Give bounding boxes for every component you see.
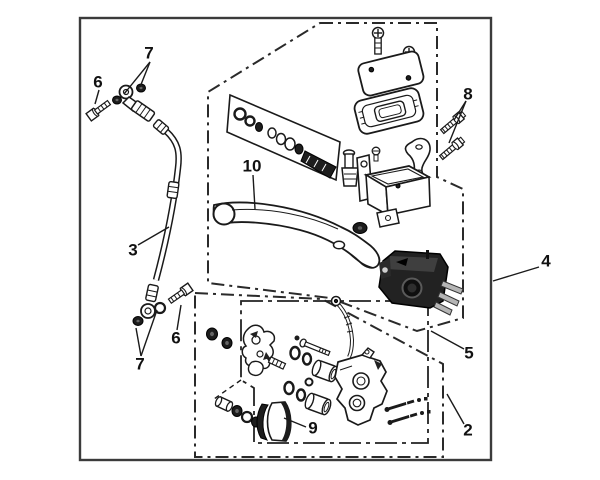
leader-callout-2 bbox=[446, 393, 465, 425]
callout-3: 3 bbox=[128, 241, 137, 260]
leader-callout-9 bbox=[283, 417, 307, 428]
callout-6-bottom: 6 bbox=[171, 329, 180, 348]
bleeder-valve bbox=[267, 356, 287, 370]
leader-callout-4 bbox=[492, 266, 540, 282]
brake-pads bbox=[256, 401, 292, 442]
callout-10: 10 bbox=[243, 157, 262, 176]
leader-callout-6-top bbox=[94, 89, 100, 105]
leader-callout-3 bbox=[137, 226, 170, 246]
clamp-screw bbox=[371, 146, 381, 162]
caliper-assembly-outline bbox=[194, 291, 444, 458]
callout-labels: 6 7 3 10 8 4 5 2 9 6 7 bbox=[93, 44, 551, 440]
leader-callout-7-bottom-a bbox=[135, 327, 142, 357]
reservoir-diaphragm bbox=[353, 87, 425, 135]
leader-lines bbox=[94, 61, 540, 428]
piston-repair-kit bbox=[233, 107, 337, 179]
callout-7-bottom: 7 bbox=[135, 355, 144, 374]
pad-pins bbox=[384, 397, 431, 425]
callout-5: 5 bbox=[464, 344, 473, 363]
sealing-washers-top bbox=[112, 83, 146, 105]
leader-callout-7-bottom-b bbox=[140, 309, 158, 357]
bleeder-cap bbox=[294, 335, 300, 341]
caliper-bracket bbox=[241, 324, 276, 377]
small-ring bbox=[304, 377, 314, 387]
callout-4: 4 bbox=[541, 252, 551, 271]
callout-9: 9 bbox=[308, 419, 317, 438]
brake-lever bbox=[212, 201, 381, 269]
leader-callout-7-top-a bbox=[123, 61, 151, 95]
clamp-bolts bbox=[438, 110, 467, 161]
caliper-piston-lower bbox=[304, 392, 332, 416]
callout-6-top: 6 bbox=[93, 73, 102, 92]
leader-callout-5 bbox=[430, 330, 465, 350]
caliper-boots bbox=[206, 327, 233, 349]
callout-8: 8 bbox=[463, 85, 472, 104]
piston-seals-upper bbox=[289, 345, 313, 366]
lever-pivot-bolt bbox=[341, 149, 359, 187]
leader-callout-6-bottom bbox=[176, 304, 182, 331]
kit-pointer-dashed-line bbox=[213, 379, 242, 400]
piston-kit-outline bbox=[226, 93, 341, 182]
leader-callout-7-top-b bbox=[139, 61, 151, 88]
leader-callout-8-b bbox=[448, 100, 467, 144]
figure-border bbox=[78, 16, 493, 462]
caliper-mount-bolt bbox=[299, 338, 331, 357]
callout-7-top: 7 bbox=[144, 44, 153, 63]
master-cylinder-body bbox=[352, 153, 432, 234]
caliper-piston-upper bbox=[311, 359, 339, 383]
master-cylinder-assembly-outline bbox=[207, 22, 464, 333]
sealing-washers-bottom bbox=[132, 301, 167, 326]
piston-seals-lower bbox=[283, 380, 307, 402]
leader-callout-10 bbox=[252, 174, 256, 210]
banjo-bolt-bottom bbox=[167, 282, 194, 305]
reservoir-cap bbox=[357, 50, 425, 97]
banjo-bolt-top bbox=[85, 99, 112, 122]
caliper-hose-fitting bbox=[330, 295, 355, 358]
callout-2: 2 bbox=[463, 421, 472, 440]
brake-light-switch bbox=[378, 250, 464, 316]
brake-hose bbox=[118, 84, 182, 319]
caliper-body bbox=[334, 347, 388, 426]
